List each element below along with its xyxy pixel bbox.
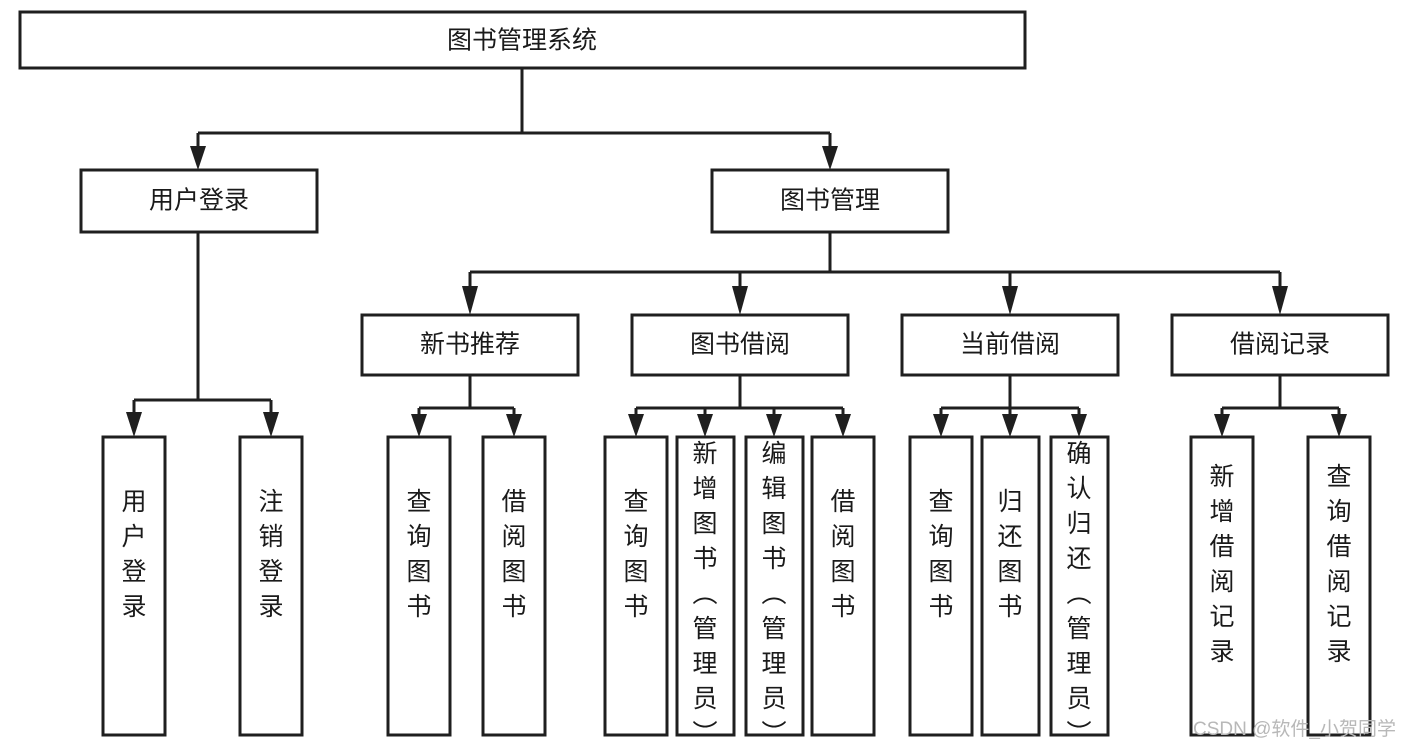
node-leaf-query-book-2-label: 查询图书 [623,488,648,621]
node-leaf-query-book-3-label: 查询图书 [928,488,953,621]
node-new-book-recommend-label: 新书推荐 [420,331,520,359]
node-leaf-query-book-1-label: 查询图书 [406,488,431,621]
node-leaf-add-record-label: 新增借阅记录 [1209,463,1234,666]
node-leaf-query-book-3[interactable]: 查询图书 [908,435,974,737]
node-user-login-box[interactable] [79,168,319,234]
node-leaf-borrow-book-2-label: 借阅图书 [830,488,855,621]
node-leaf-return-book-box[interactable] [980,435,1041,737]
arrow-head-leaf-add-book [697,414,713,437]
node-book-manage-label: 图书管理 [780,187,880,215]
node-leaf-confirm-return-box[interactable] [1049,435,1110,737]
node-leaf-borrow-book-1[interactable]: 借阅图书 [481,435,547,737]
node-leaf-borrow-book-1-label: 借阅图书 [501,488,526,621]
node-current-borrow-box[interactable] [900,313,1120,377]
node-leaf-query-record[interactable]: 查询借阅记录 [1306,435,1372,737]
node-leaf-user-login-label: 用户登录 [121,488,146,621]
node-root-box[interactable] [18,10,1027,70]
node-current-borrow[interactable]: 当前借阅 [900,313,1120,377]
node-leaf-borrow-book-2-box[interactable] [810,435,876,737]
node-book-borrow-box[interactable] [630,313,850,377]
node-book-manage-box[interactable] [710,168,950,234]
node-leaf-query-record-box[interactable] [1306,435,1372,737]
arrow-head-leaf-edit-book [766,414,782,437]
node-leaf-borrow-book-1-box[interactable] [481,435,547,737]
arrow-head-leaf-user-login [126,412,142,437]
node-leaf-user-logout-label: 注销登录 [258,488,283,621]
arrow-head-leaf-query-book-3 [933,414,949,437]
arrow-head-user-login [190,146,206,170]
node-book-borrow[interactable]: 图书借阅 [630,313,850,377]
node-leaf-add-book-label: 新增图书︵管理员︶ [692,440,717,747]
csdn-watermark: CSDN @软件_小贺同学 [1193,718,1396,740]
node-borrow-record-box[interactable] [1170,313,1390,377]
arrow-head-current-borrow [1002,286,1018,315]
arrow-head-book-manage [822,146,838,170]
arrow-head-leaf-add-record [1214,414,1230,437]
arrow-head-new-book-recommend [462,286,478,315]
node-borrow-record-label: 借阅记录 [1230,331,1330,359]
arrow-head-leaf-return-book [1002,414,1018,437]
node-root[interactable]: 图书管理系统 [18,10,1027,70]
node-leaf-query-book-3-box[interactable] [908,435,974,737]
node-leaf-add-book[interactable]: 新增图书︵管理员︶ [675,435,736,747]
arrow-head-leaf-borrow-book-2 [835,414,851,437]
arrow-head-leaf-user-logout [263,412,279,437]
node-leaf-query-book-1[interactable]: 查询图书 [386,435,452,737]
node-current-borrow-label: 当前借阅 [960,331,1060,359]
node-leaf-query-book-2-box[interactable] [603,435,669,737]
node-leaf-query-record-label: 查询借阅记录 [1326,463,1351,666]
node-user-login[interactable]: 用户登录 [79,168,319,234]
node-leaf-edit-book[interactable]: 编辑图书︵管理员︶ [744,435,805,747]
node-leaf-user-login[interactable]: 用户登录 [101,435,167,737]
node-leaf-user-login-box[interactable] [101,435,167,737]
arrow-head-leaf-borrow-book-1 [506,414,522,437]
node-book-borrow-label: 图书借阅 [690,331,790,359]
node-leaf-confirm-return[interactable]: 确认归还︵管理员︶ [1049,435,1110,747]
node-leaf-edit-book-box[interactable] [744,435,805,737]
node-leaf-edit-book-label: 编辑图书︵管理员︶ [761,440,786,747]
node-book-manage[interactable]: 图书管理 [710,168,950,234]
node-root-label: 图书管理系统 [447,27,597,55]
arrow-head-borrow-record [1272,286,1288,315]
node-leaf-user-logout-box[interactable] [238,435,304,737]
node-leaf-query-book-2[interactable]: 查询图书 [603,435,669,737]
node-leaf-return-book-label: 归还图书 [997,488,1022,621]
node-user-login-label: 用户登录 [149,187,249,215]
node-leaf-borrow-book-2[interactable]: 借阅图书 [810,435,876,737]
arrow-head-leaf-query-record [1331,414,1347,437]
node-leaf-query-book-1-box[interactable] [386,435,452,737]
node-leaf-add-record[interactable]: 新增借阅记录 [1189,435,1255,737]
node-leaf-add-record-box[interactable] [1189,435,1255,737]
node-leaf-return-book[interactable]: 归还图书 [980,435,1041,737]
node-new-book-recommend-box[interactable] [360,313,580,377]
node-borrow-record[interactable]: 借阅记录 [1170,313,1390,377]
arrow-head-leaf-confirm-return [1071,414,1087,437]
node-leaf-confirm-return-label: 确认归还︵管理员︶ [1066,440,1091,747]
node-leaf-add-book-box[interactable] [675,435,736,737]
connector-layer [126,68,1347,437]
node-new-book-recommend[interactable]: 新书推荐 [360,313,580,377]
arrow-head-book-borrow [732,286,748,315]
arrow-head-leaf-query-book-2 [628,414,644,437]
arrow-head-leaf-query-book-1 [411,414,427,437]
node-leaf-user-logout[interactable]: 注销登录 [238,435,304,737]
